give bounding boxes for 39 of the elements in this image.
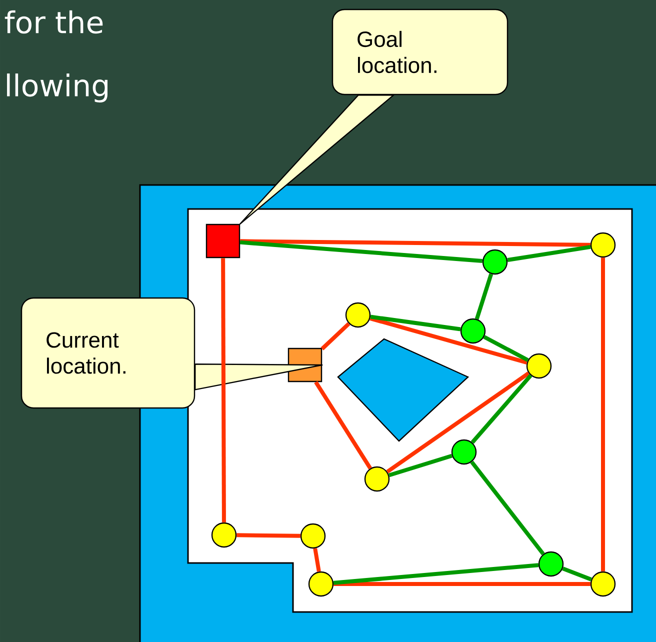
waypoint-circle bbox=[460, 318, 486, 344]
path-line bbox=[601, 258, 605, 572]
path-line bbox=[313, 548, 321, 572]
path-line bbox=[236, 533, 300, 538]
path-line bbox=[562, 566, 592, 582]
path-line bbox=[470, 460, 545, 556]
path-line bbox=[370, 314, 461, 332]
waypoint-circle bbox=[308, 571, 334, 597]
path-line bbox=[386, 372, 530, 474]
path-line bbox=[474, 273, 494, 320]
path-line bbox=[314, 381, 372, 470]
chalk-text: for the bbox=[4, 10, 103, 34]
leader-line bbox=[194, 364, 323, 390]
path-line bbox=[388, 454, 453, 478]
path-line bbox=[370, 316, 528, 364]
waypoint-circle bbox=[590, 571, 616, 597]
path-line bbox=[240, 240, 483, 264]
path-line bbox=[320, 322, 350, 350]
callout-box: Current location. bbox=[20, 297, 196, 409]
waypoint-circle bbox=[538, 551, 564, 577]
waypoint-circle bbox=[526, 353, 552, 379]
waypoint-circle bbox=[364, 466, 390, 492]
callout-box: Goal location. bbox=[332, 8, 508, 96]
leader-line bbox=[240, 94, 394, 224]
waypoint-circle bbox=[482, 249, 508, 275]
waypoint-circle bbox=[300, 523, 326, 549]
path-line bbox=[333, 563, 539, 585]
waypoint-circle bbox=[211, 522, 237, 548]
chalk-text: llowing bbox=[7, 73, 108, 103]
waypoint-circle bbox=[590, 232, 616, 258]
location-square bbox=[206, 224, 240, 258]
path-line bbox=[240, 239, 590, 247]
path-line bbox=[470, 374, 532, 444]
waypoint-circle bbox=[345, 302, 371, 328]
path-line bbox=[221, 258, 226, 522]
path-line bbox=[507, 244, 591, 262]
waypoint-circle bbox=[451, 439, 477, 465]
path-line bbox=[334, 582, 590, 586]
path-line bbox=[483, 335, 529, 362]
